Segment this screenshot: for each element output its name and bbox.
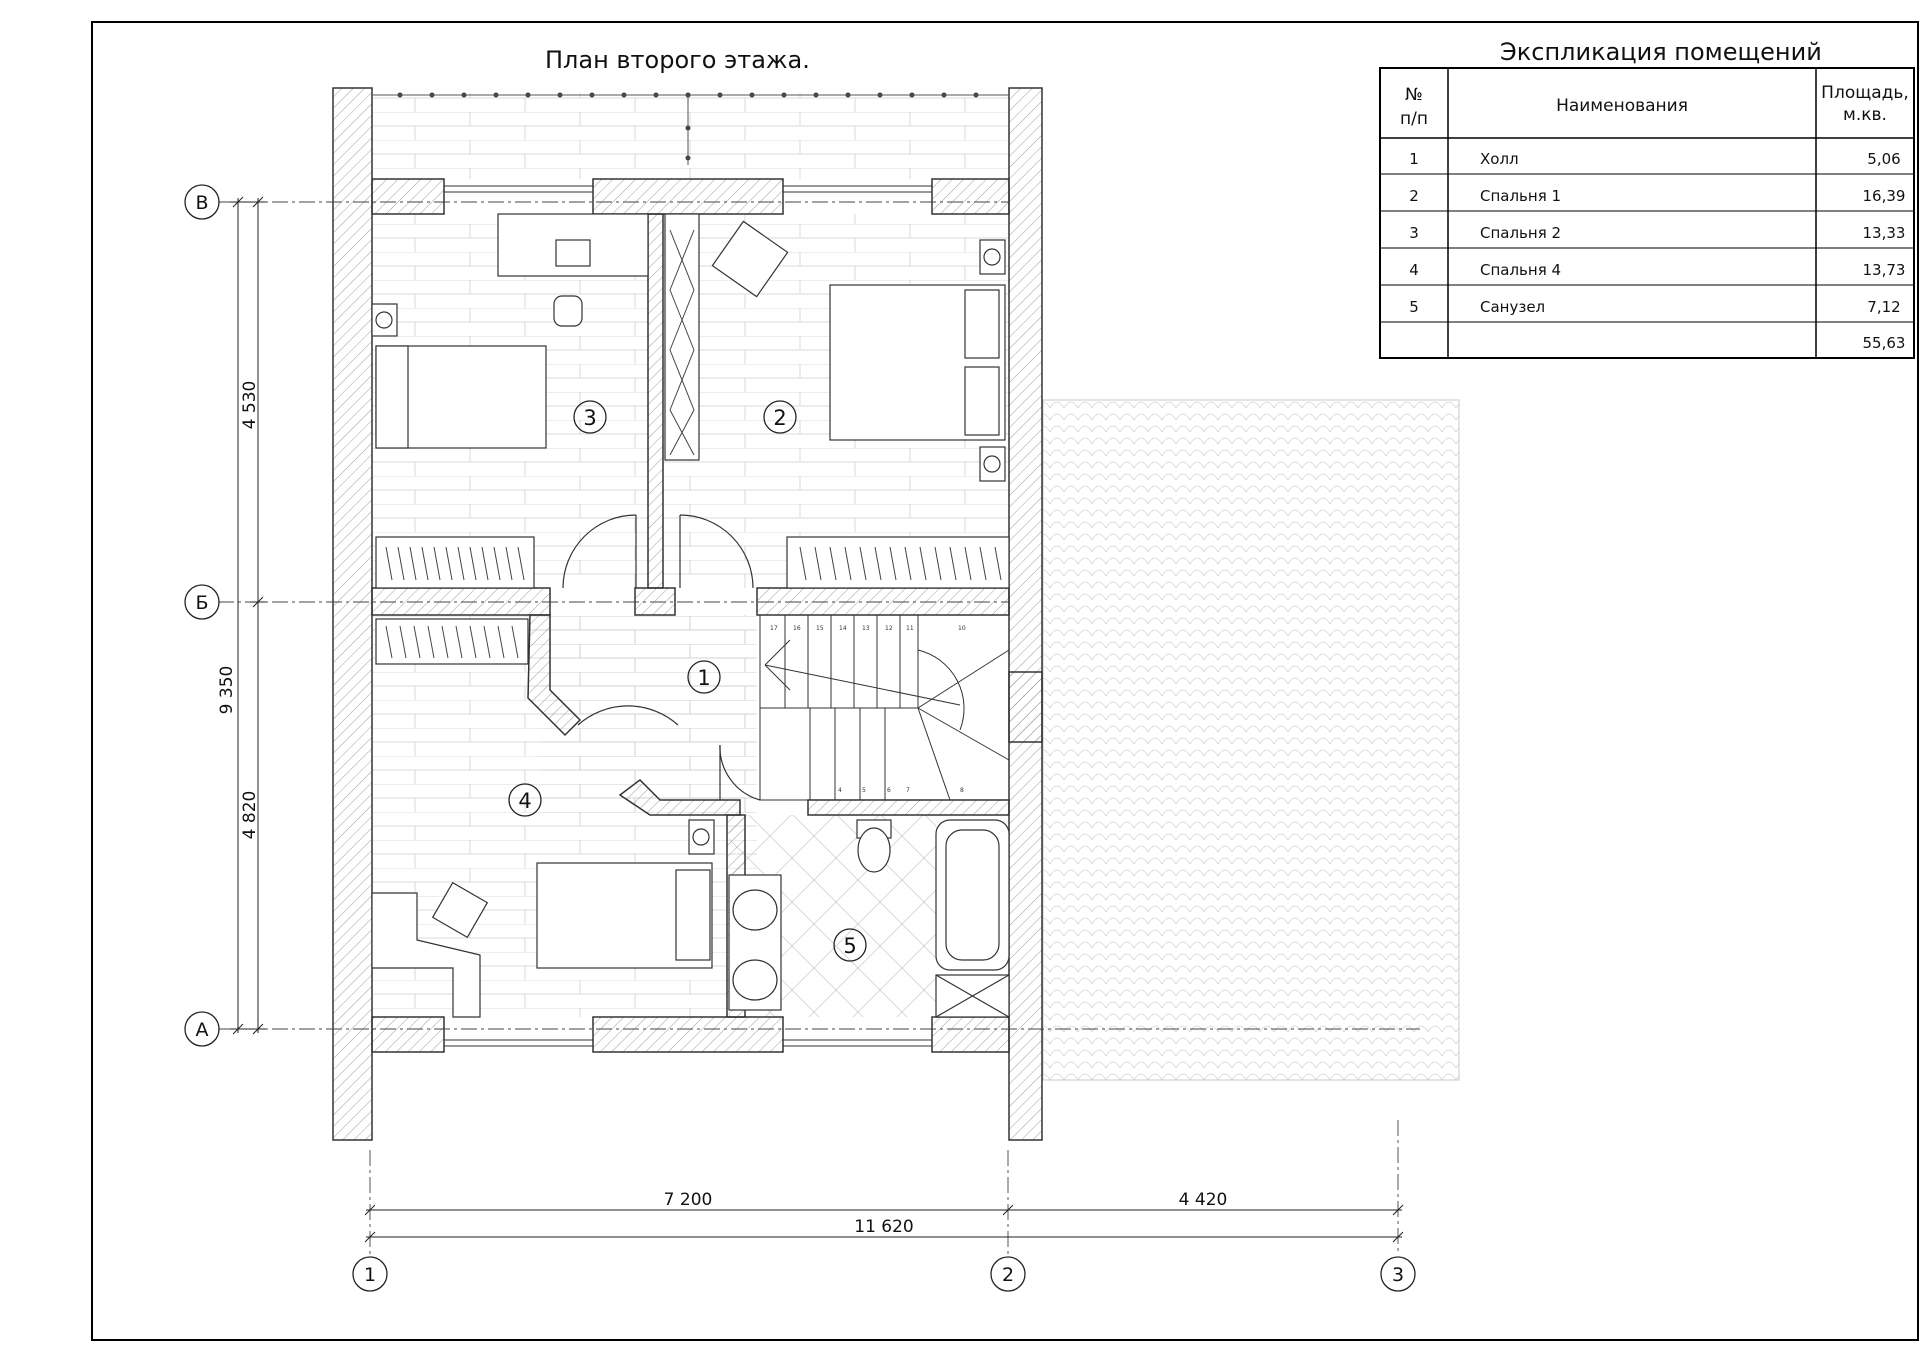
svg-text:16: 16 [793,625,801,632]
wall-left [332,87,373,1141]
axis-bubble-a [184,1011,220,1047]
dimension-lines [230,196,1404,1243]
svg-text:4: 4 [1409,261,1419,279]
room-marker-2 [763,400,797,434]
svg-text:Спальня 4: Спальня 4 [1480,261,1561,279]
wall-right [1008,87,1043,1141]
axis-letters: В Б А [195,192,208,1041]
svg-text:55,63: 55,63 [1863,334,1906,352]
header-name: Наименования [1556,96,1688,116]
svg-text:16,39: 16,39 [1863,187,1906,205]
stair-step-numbers: 17 16 15 14 13 12 11 10 4 5 6 7 8 [770,625,966,794]
svg-text:5: 5 [1409,298,1419,316]
axis-letter-b: Б [195,592,208,614]
svg-text:8: 8 [960,787,964,794]
room-numbers: 1 2 3 4 5 [518,406,856,958]
axis-letter-a: А [196,1019,209,1041]
windows [443,185,933,1047]
svg-text:3: 3 [1409,224,1419,242]
svg-text:4: 4 [838,787,842,794]
header-num-line2: п/п [1400,109,1428,129]
axis-bubble-2 [990,1256,1026,1292]
furniture [371,213,1010,1018]
room-marker-3 [573,400,607,434]
svg-text:13,33: 13,33 [1863,224,1906,242]
explication-title: Экспликация помещений [1500,38,1822,66]
svg-text:13,73: 13,73 [1863,261,1906,279]
axis-bubble-b [184,584,220,620]
dim-left-total: 9 350 [217,666,237,715]
svg-text:7: 7 [906,787,910,794]
dim-left-top: 4 530 [240,381,260,430]
railing-posts [397,92,979,161]
room-markers [508,400,867,962]
header-num-line1: № [1405,85,1423,105]
room-number-1: 1 [697,666,710,690]
axis-numbers: 1 2 3 [364,1264,1404,1286]
room-marker-1 [687,660,721,694]
axis-number-3: 3 [1392,1264,1404,1286]
dim-bottom-right: 4 420 [1179,1190,1228,1210]
header-area-line1: Площадь, [1821,83,1909,103]
room-number-2: 2 [773,406,786,430]
table-row: 3 Спальня 2 13,33 [1409,224,1905,242]
plan-title: План второго этажа. [545,46,810,74]
axis-bubble-1 [352,1256,388,1292]
room-number-5: 5 [843,934,856,958]
axis-bubble-3 [1380,1256,1416,1292]
axis-bubble-v [184,184,220,220]
roof-area [1042,399,1460,1081]
svg-text:2: 2 [1409,187,1419,205]
svg-text:Спальня 2: Спальня 2 [1480,224,1561,242]
svg-text:5: 5 [862,787,866,794]
sheet-frame [91,21,1919,1341]
svg-text:15: 15 [816,625,824,632]
table-row: 1 Холл 5,06 [1409,150,1900,168]
table-row: 4 Спальня 4 13,73 [1409,261,1905,279]
dimension-texts: 4 530 4 820 9 350 7 200 4 420 11 620 [217,381,1227,1237]
svg-text:12: 12 [885,625,893,632]
svg-text:11: 11 [906,625,914,632]
staircase [759,614,1010,801]
table-row: 2 Спальня 1 16,39 [1409,187,1905,205]
svg-text:7,12: 7,12 [1867,298,1900,316]
svg-text:Холл: Холл [1480,150,1519,168]
dim-bottom-left: 7 200 [664,1190,713,1210]
svg-text:1: 1 [1409,150,1419,168]
svg-text:6: 6 [887,787,891,794]
header-area-line2: м.кв. [1843,105,1887,125]
svg-text:10: 10 [958,625,966,632]
room-marker-4 [508,783,542,817]
room-marker-5 [833,928,867,962]
axis-number-2: 2 [1002,1264,1014,1286]
dim-bottom-total: 11 620 [854,1217,913,1237]
table-row-total: 55,63 [1863,334,1906,352]
svg-text:14: 14 [839,625,847,632]
svg-text:5,06: 5,06 [1867,150,1900,168]
svg-text:13: 13 [862,625,870,632]
explication-table: Экспликация помещений № п/п Наименования… [1379,38,1915,359]
closet-hangers [385,229,1002,659]
svg-text:Санузел: Санузел [1480,298,1545,316]
dim-left-bottom: 4 820 [240,791,260,840]
axis-number-1: 1 [364,1264,376,1286]
doors [562,514,761,801]
svg-text:Спальня 1: Спальня 1 [1480,187,1561,205]
table-row: 5 Санузел 7,12 [1409,298,1900,316]
axis-letter-v: В [195,192,208,214]
svg-text:17: 17 [770,625,778,632]
room-number-4: 4 [518,789,531,813]
room-number-3: 3 [583,406,596,430]
axis-bubbles-numbers [352,1256,1416,1292]
axis-bubbles-letters [184,184,220,1047]
